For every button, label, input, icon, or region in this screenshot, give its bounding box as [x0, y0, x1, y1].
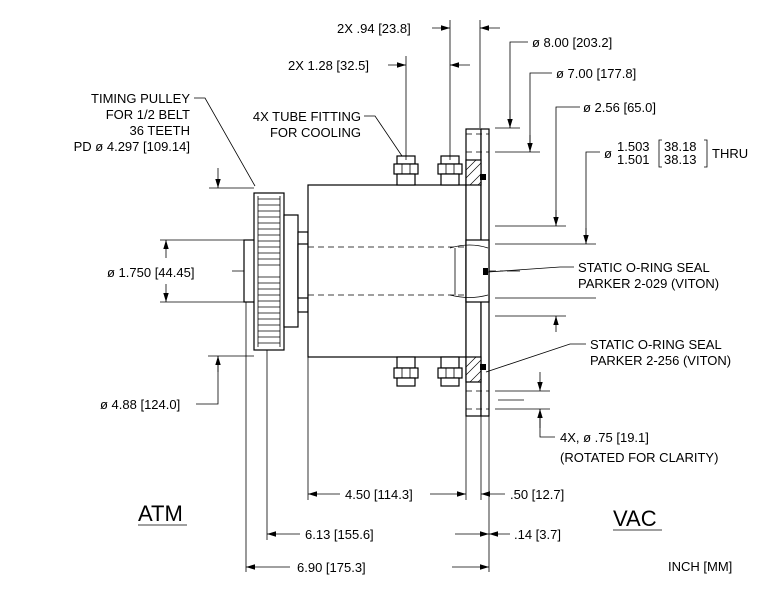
- units-label: INCH [MM]: [668, 559, 732, 574]
- label-2x-128: 2X 1.28 [32.5]: [288, 58, 369, 73]
- dim-014: .14 [3.7]: [514, 527, 561, 542]
- label-dia-8: ø 8.00 [203.2]: [532, 35, 612, 50]
- pulley-label-3: 36 TEETH: [130, 123, 190, 138]
- bore-prefix: ø: [604, 146, 612, 161]
- oring-2-line-2: PARKER 2-256 (VITON): [590, 353, 731, 368]
- bore-dimension: ø 1.503 1.501 38.18 38.13 THRU: [604, 139, 748, 168]
- pulley-label-2: FOR 1/2 BELT: [106, 107, 190, 122]
- pulley-label-4: PD ø 4.297 [109.14]: [74, 139, 190, 154]
- oring-1-line-2: PARKER 2-029 (VITON): [578, 276, 719, 291]
- pulley-label-1: TIMING PULLEY: [91, 91, 190, 106]
- label-2x-094: 2X .94 [23.8]: [337, 21, 411, 36]
- holes-line-2: (ROTATED FOR CLARITY): [560, 450, 718, 465]
- dim-050: .50 [12.7]: [510, 487, 564, 502]
- tube-label-2: FOR COOLING: [270, 125, 361, 140]
- flange: [449, 128, 490, 417]
- bore-lower: 1.501: [617, 152, 650, 167]
- dim-613: 6.13 [155.6]: [305, 527, 374, 542]
- label-dia-7: ø 7.00 [177.8]: [556, 66, 636, 81]
- timing-pulley: [243, 192, 309, 351]
- label-dia-256: ø 2.56 [65.0]: [583, 100, 656, 115]
- annotations: 2X .94 [23.8] 2X 1.28 [32.5] ø 8.00 [203…: [74, 21, 748, 575]
- dim-450: 4.50 [114.3]: [345, 487, 413, 502]
- bore-lower-mm: 38.13: [664, 152, 697, 167]
- vac-label: VAC: [613, 506, 657, 531]
- bore-suffix: THRU: [712, 146, 748, 161]
- part-geometry: [232, 128, 520, 417]
- housing: [307, 184, 467, 358]
- tube-label-1: 4X TUBE FITTING: [253, 109, 361, 124]
- dimension-lines: [160, 20, 600, 572]
- oring-2-line-1: STATIC O-RING SEAL: [590, 337, 722, 352]
- label-dia-488: ø 4.88 [124.0]: [100, 397, 180, 412]
- atm-label: ATM: [138, 501, 183, 526]
- bore-upper: 1.503: [617, 139, 650, 154]
- dim-690: 6.90 [175.3]: [297, 560, 366, 575]
- label-dia-1750: ø 1.750 [44.45]: [107, 265, 194, 280]
- oring-1-line-1: STATIC O-RING SEAL: [578, 260, 710, 275]
- holes-line-1: 4X, ø .75 [19.1]: [560, 430, 649, 445]
- bore-upper-mm: 38.18: [664, 139, 697, 154]
